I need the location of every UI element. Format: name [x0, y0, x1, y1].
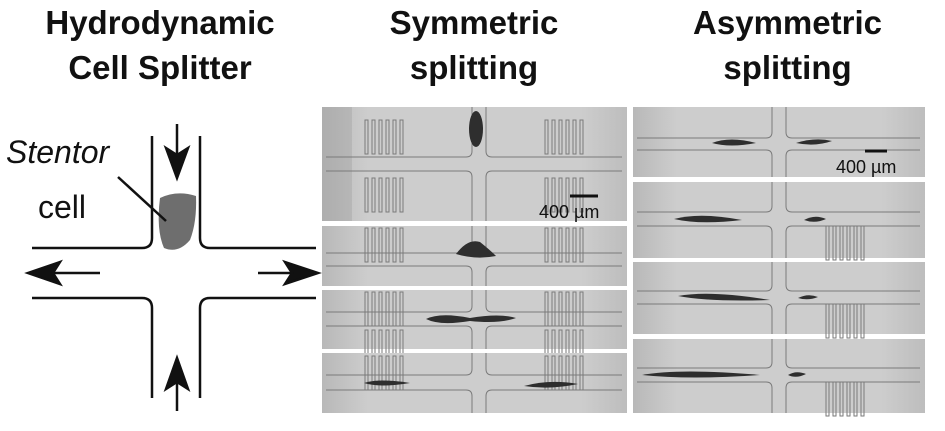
channel-bottom-left-wall [32, 296, 154, 398]
channel-top-left-wall [32, 136, 154, 250]
stentor-label: Stentor [6, 134, 110, 170]
asymmetric-panels [633, 107, 925, 417]
asym-frame-2 [633, 182, 925, 261]
symmetric-scalebar-label: 400 µm [539, 202, 600, 222]
sym-frame-4 [322, 353, 627, 413]
channel-bottom-right-wall [198, 296, 316, 398]
asymmetric-scalebar-label: 400 µm [836, 157, 897, 177]
splitter-title-line1: Hydrodynamic [45, 4, 275, 41]
symmetric-panels [322, 107, 627, 413]
splitter-title-line2: Cell Splitter [68, 49, 252, 86]
splitter-title: Hydrodynamic Cell Splitter [0, 0, 320, 90]
splitter-schematic [32, 136, 316, 398]
symmetric-title: Symmetric splitting [320, 0, 628, 90]
flow-arrows [24, 124, 322, 411]
asym-frame-4 [633, 339, 925, 417]
asymmetric-title: Asymmetric splitting [630, 0, 945, 90]
sym-frame-3 [322, 290, 627, 365]
cell-label: cell [38, 189, 87, 225]
symmetric-title-line1: Symmetric [389, 4, 559, 41]
asymmetric-title-line2: splitting [723, 49, 852, 86]
asym-frame-3 [633, 262, 925, 339]
sym-frame-2 [322, 226, 627, 286]
symmetric-title-line2: splitting [409, 49, 539, 86]
sym-frame-1 [322, 107, 627, 221]
asym-frame-1 [633, 107, 925, 177]
channel-top-right-wall [198, 136, 316, 250]
cell-pointer-line [117, 176, 167, 222]
asymmetric-title-line1: Asymmetric [693, 4, 882, 41]
stentor-cell [158, 193, 197, 250]
